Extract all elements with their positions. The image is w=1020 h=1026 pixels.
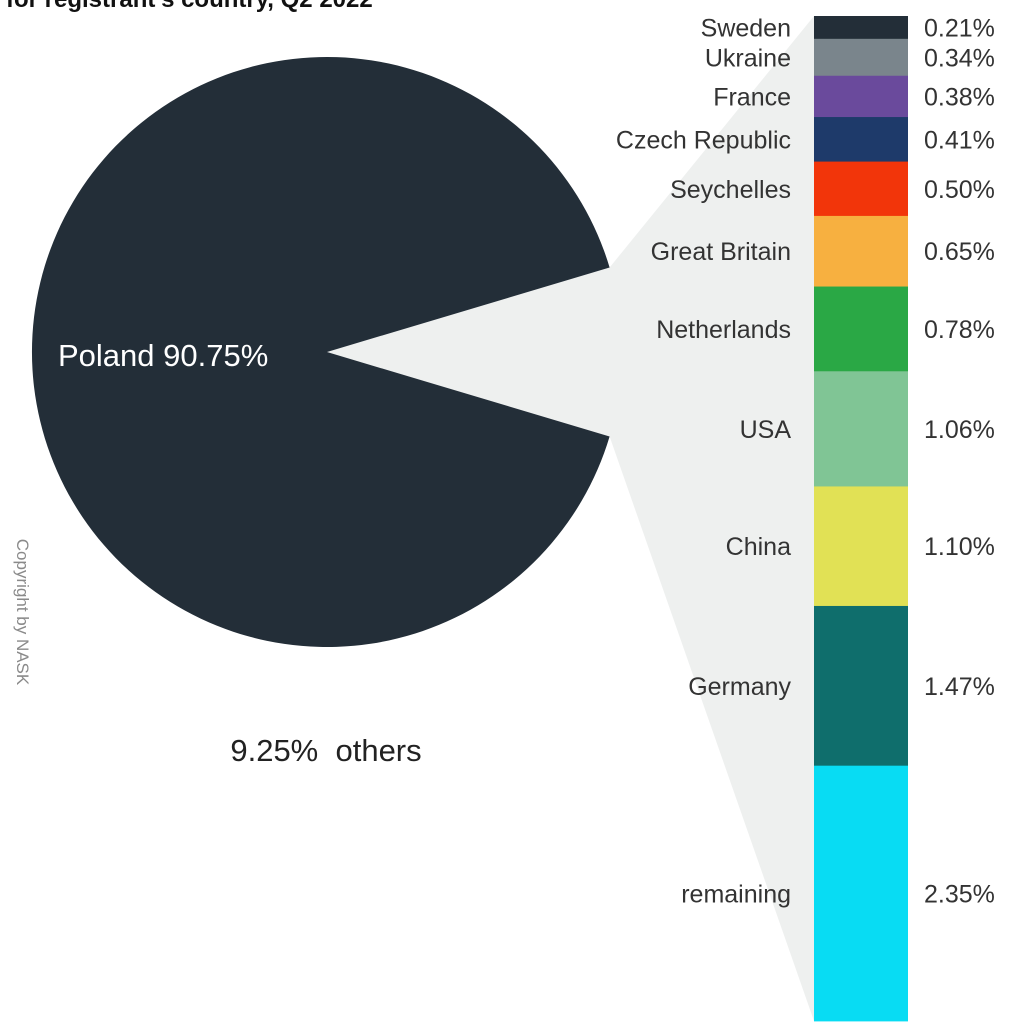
bar-segment-ukraine: [814, 38, 908, 77]
category-label: USA: [740, 416, 792, 444]
others-label: 9.25% others: [230, 733, 421, 768]
connector-band: [327, 16, 814, 1021]
stacked-bar: Sweden 0.21% Ukraine 0.34% France 0.38% Czech …: [616, 14, 995, 1022]
category-label: France: [713, 83, 791, 111]
pie-slice-poland: [31, 57, 610, 647]
bar-segment-sweden: [814, 16, 908, 40]
value-label: 0.21%: [924, 14, 995, 42]
value-label: 1.47%: [924, 673, 995, 701]
pie-label-poland: Poland 90.75%: [58, 338, 268, 373]
category-label: remaining: [681, 880, 791, 908]
category-label: Germany: [688, 673, 791, 701]
value-label: 0.34%: [924, 44, 995, 72]
category-label: Seychelles: [670, 176, 791, 204]
bar-segment-great-britain: [814, 215, 908, 287]
value-label: 0.38%: [924, 83, 995, 111]
value-label: 1.06%: [924, 416, 995, 444]
value-label: 0.41%: [924, 126, 995, 154]
category-label: Netherlands: [656, 316, 791, 344]
copyright-label: Copyright by NASK: [13, 539, 32, 686]
category-label: China: [726, 533, 791, 561]
bar-segment-china: [814, 486, 908, 607]
value-label: 2.35%: [924, 880, 995, 908]
bar-segment-netherlands: [814, 286, 908, 372]
bar-segment-france: [814, 75, 908, 118]
bar-segment-czech-republic: [814, 117, 908, 162]
category-label: Sweden: [701, 14, 791, 42]
bar-segment-germany: [814, 605, 908, 767]
category-label: Ukraine: [705, 44, 791, 72]
bar-segment-usa: [814, 371, 908, 487]
value-label: 1.10%: [924, 533, 995, 561]
bar-segment-seychelles: [814, 161, 908, 217]
value-label: 0.65%: [924, 238, 995, 266]
chart-title: for registrant's country, Q2 2022: [6, 0, 373, 14]
value-label: 0.78%: [924, 316, 995, 344]
value-label: 0.50%: [924, 176, 995, 204]
category-label: Czech Republic: [616, 126, 791, 154]
category-label: Great Britain: [651, 238, 791, 266]
bar-segment-remaining: [814, 765, 908, 1022]
